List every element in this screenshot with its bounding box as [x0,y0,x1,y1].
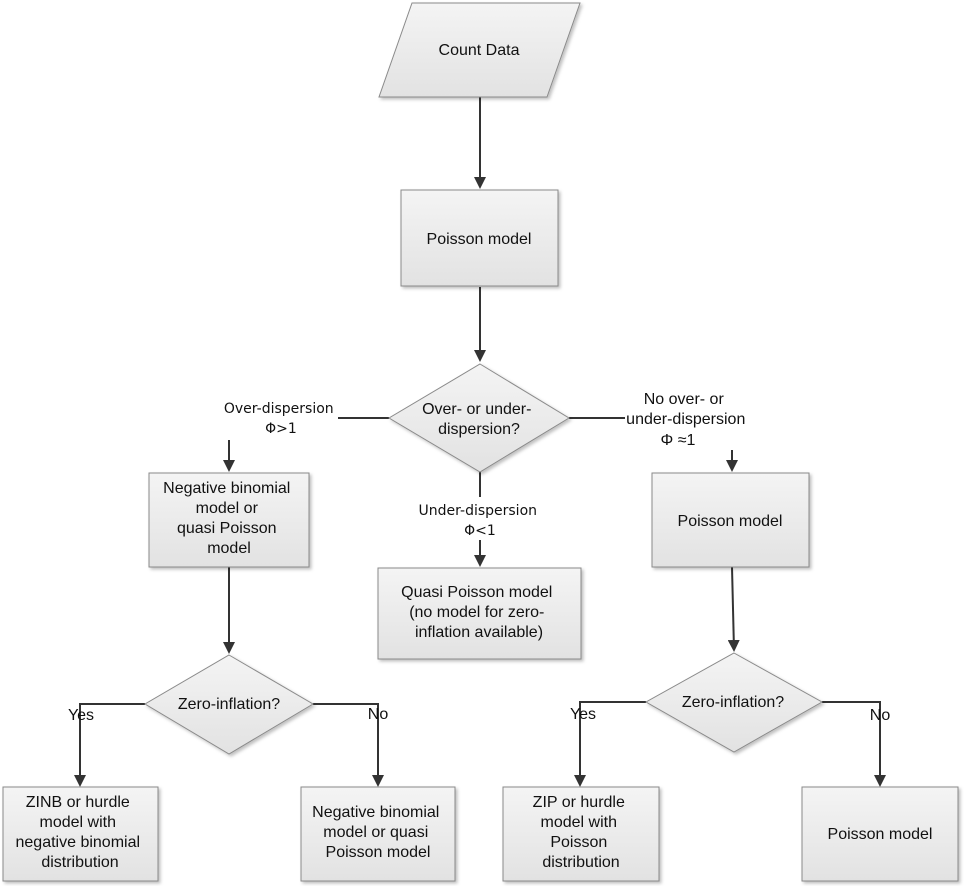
node-negative-binomial: Negative binomial model or quasi Poisson… [148,472,310,568]
node-zero-inflation-right-label: Zero-inflation? [682,694,784,711]
node-poisson-right: Poisson model [651,472,810,568]
edge-left-yes [74,703,145,787]
node-poisson-top: Poisson model [400,189,559,287]
edge-right-no [822,701,886,787]
label-right-yes: Yes [570,706,596,723]
label-right-no: No [870,707,891,724]
edge-right-yes [574,701,646,787]
edge-left-no [313,703,384,787]
node-dispersion-label: Over- or under- dispersion? [422,401,536,438]
connectors [74,97,886,787]
label-under-dispersion: Under-dispersion Φ<1 [419,503,542,539]
node-dispersion-decision: Over- or under- dispersion? [388,363,570,473]
node-poisson-bottom-label: Poisson model [828,826,933,843]
label-over-dispersion: Over-dispersion Φ>1 [224,401,338,437]
node-zero-inflation-left: Zero-inflation? [144,654,314,755]
node-count-data: Count Data [378,2,581,98]
node-zinb-label: ZINB or hurdle model with negative binom… [16,794,145,871]
label-no-dispersion: No over- or under-dispersion Φ ≈1 [626,391,750,449]
edge-poissonright-to-zero [727,566,740,652]
node-zero-inflation-right: Zero-inflation? [644,652,824,753]
node-negative-binomial-bottom-label: Negative binomial model or quasi Poisson… [312,804,444,861]
node-negative-binomial-label: Negative binomial model or quasi Poisson… [163,480,295,557]
node-zip-label: ZIP or hurdle model with Poisson distrib… [533,794,630,871]
node-poisson-bottom: Poisson model [801,786,959,882]
node-count-data-label: Count Data [439,42,520,59]
node-quasi-poisson: Quasi Poisson model (no model for zero- … [377,567,582,660]
node-poisson-top-label: Poisson model [427,231,532,248]
node-zinb: ZINB or hurdle model with negative binom… [2,786,159,882]
node-zero-inflation-left-label: Zero-inflation? [178,696,280,713]
node-negative-binomial-bottom: Negative binomial model or quasi Poisson… [300,786,456,882]
label-left-no: No [368,706,389,723]
node-zip: ZIP or hurdle model with Poisson distrib… [502,786,660,882]
node-quasi-poisson-label: Quasi Poisson model (no model for zero- … [401,584,557,641]
label-left-yes: Yes [68,707,94,724]
node-poisson-right-label: Poisson model [678,513,783,530]
